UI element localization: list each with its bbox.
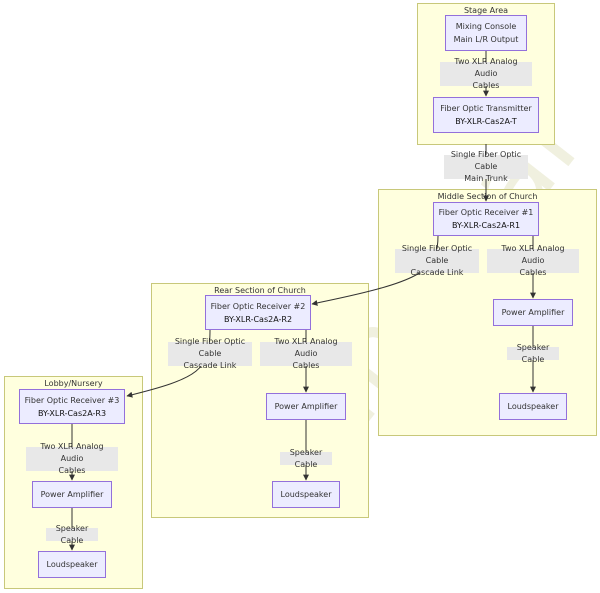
edge-label-line: Single Fiber Optic Cable (401, 244, 473, 265)
edge-label-line: Cables (292, 361, 320, 370)
cluster-title: Stage Area (463, 6, 509, 15)
node-loudspeaker-3[interactable]: Loudspeaker (38, 551, 106, 578)
node-label: Loudspeaker (507, 402, 559, 411)
node-label: Loudspeaker (46, 560, 98, 569)
node-power-amplifier-3[interactable]: Power Amplifier (32, 481, 112, 508)
node-label: BY-XLR-Cas2A-R2 (223, 314, 293, 324)
node-label: Power Amplifier (40, 490, 104, 499)
node-fiber-receiver-2[interactable]: Fiber Optic Receiver #2 BY-XLR-Cas2A-R2 (205, 295, 311, 330)
edge-label-line: Speaker Cable (516, 342, 550, 364)
edge-label-line: Main Trunk (464, 174, 508, 183)
node-power-amplifier-2[interactable]: Power Amplifier (266, 393, 346, 420)
edge-label-line: Speaker Cable (289, 447, 323, 469)
node-label: Fiber Optic Receiver #1 (438, 208, 534, 217)
edge-label-amp2-speaker2: Speaker Cable (280, 448, 332, 469)
node-label: Mixing Console (455, 22, 517, 31)
edge-label-line: Cables (519, 268, 547, 277)
edge-label-line: Single Fiber Optic Cable (450, 150, 522, 171)
edge-label-receiver2-amp2: Two XLR Analog Audio Cables (260, 337, 352, 370)
node-mixing-console[interactable]: Mixing Console Main L/R Output (445, 15, 527, 51)
node-power-amplifier-1[interactable]: Power Amplifier (493, 299, 573, 326)
node-label: Main L/R Output (453, 35, 519, 44)
edge-label-amp3-speaker3: Speaker Cable (46, 524, 98, 545)
node-label: Fiber Optic Transmitter (440, 104, 532, 113)
node-label: Power Amplifier (274, 402, 338, 411)
edge-label-line: Two XLR Analog Audio (274, 337, 338, 358)
edge-label-line: Two XLR Analog Audio (454, 57, 518, 78)
node-fiber-transmitter[interactable]: Fiber Optic Transmitter BY-XLR-Cas2A-T (433, 97, 539, 133)
node-label: Power Amplifier (501, 308, 565, 317)
node-fiber-receiver-1[interactable]: Fiber Optic Receiver #1 BY-XLR-Cas2A-R1 (433, 202, 539, 236)
edge-label-line: Cascade Link (410, 268, 464, 277)
node-loudspeaker-1[interactable]: Loudspeaker (499, 393, 567, 420)
edge-label-line: Two XLR Analog Audio (40, 442, 104, 463)
node-label: BY-XLR-Cas2A-R3 (37, 408, 107, 418)
edge-receiver1-receiver2 (311, 235, 439, 306)
node-label: Fiber Optic Receiver #3 (24, 395, 120, 405)
node-label: Fiber Optic Receiver #2 (210, 301, 306, 311)
edge-label-receiver2-receiver3: Single Fiber Optic Cable Cascade Link (168, 337, 252, 370)
node-fiber-receiver-3[interactable]: Fiber Optic Receiver #3 BY-XLR-Cas2A-R3 (19, 389, 125, 424)
edge-label-transmitter-receiver1: Single Fiber Optic Cable Main Trunk (444, 150, 528, 183)
edge-label-receiver1-amp1: Two XLR Analog Audio Cables (487, 244, 579, 277)
node-label: Loudspeaker (280, 490, 332, 499)
edge-label-line: Cables (472, 81, 500, 90)
edge-label-console-transmitter: Two XLR Analog Audio Cables (440, 57, 532, 90)
edge-label-line: Cables (58, 466, 86, 475)
node-loudspeaker-2[interactable]: Loudspeaker (272, 481, 340, 508)
cluster-title: Lobby/Nursery (44, 379, 103, 388)
edge-label-line: Single Fiber Optic Cable (174, 337, 246, 358)
edge-label-line: Cascade Link (183, 361, 237, 370)
edge-label-line: Two XLR Analog Audio (501, 244, 565, 265)
edge-label-receiver1-receiver2: Single Fiber Optic Cable Cascade Link (395, 244, 479, 277)
node-label: BY-XLR-Cas2A-T (455, 117, 517, 126)
edge-label-line: Speaker Cable (55, 523, 89, 545)
cluster-title: Rear Section of Church (214, 286, 306, 295)
edge-label-receiver3-amp3: Two XLR Analog Audio Cables (26, 442, 118, 475)
edge-label-amp1-speaker1: Speaker Cable (507, 343, 559, 364)
node-label: BY-XLR-Cas2A-R1 (451, 221, 521, 230)
